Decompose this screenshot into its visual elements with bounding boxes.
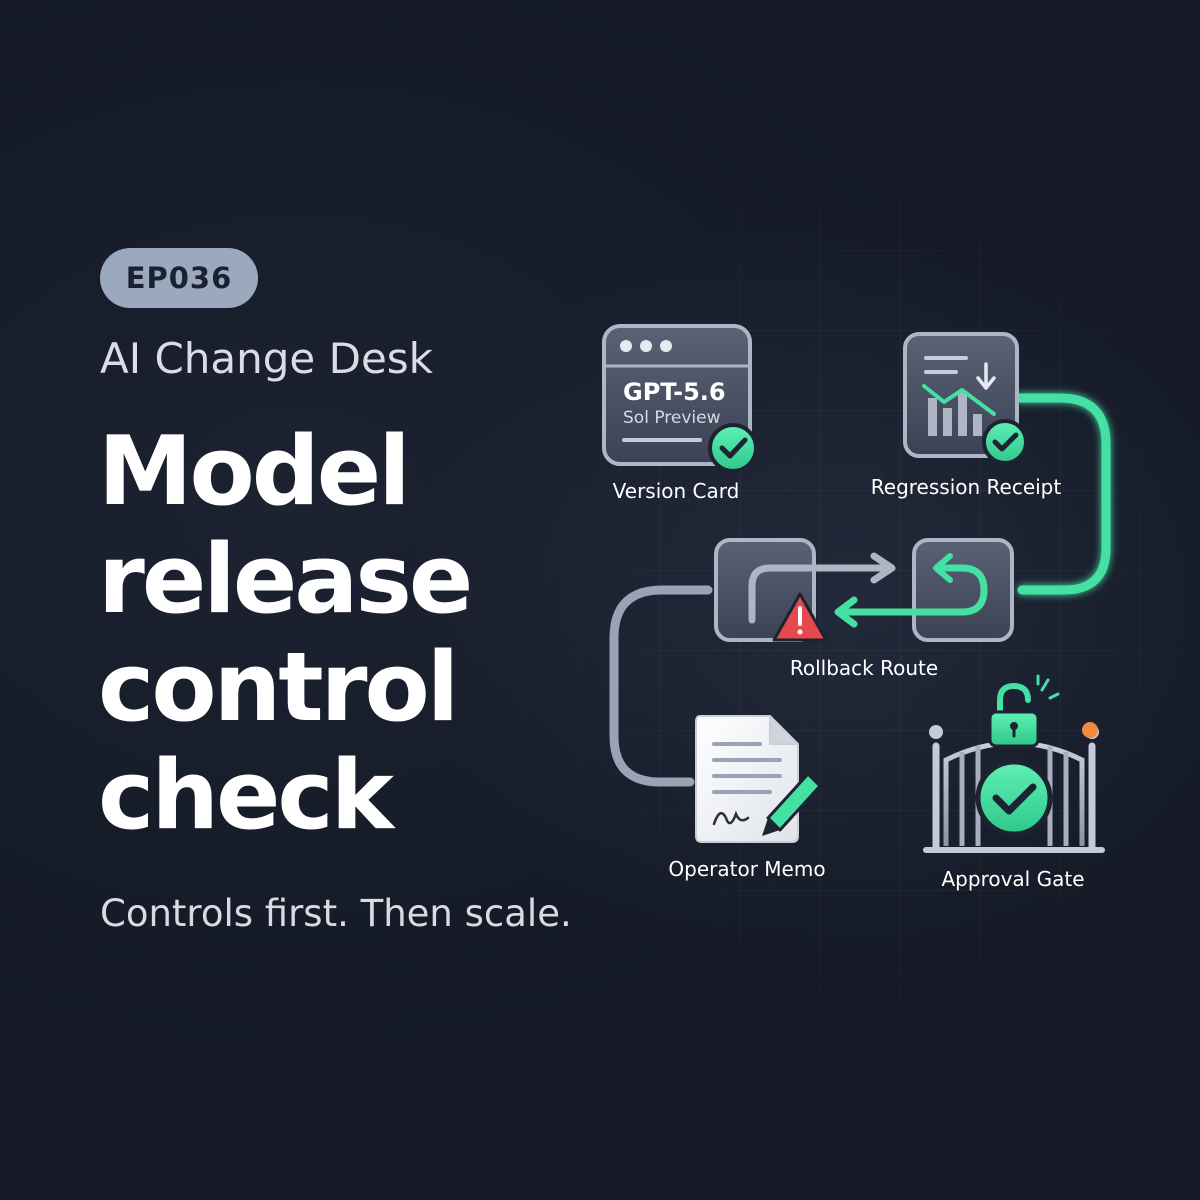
pen-icon xyxy=(762,772,822,836)
headline-line-1: Model xyxy=(98,417,411,527)
model-name: GPT-5.6 xyxy=(623,378,726,406)
regression-receipt-node: Regression Receipt xyxy=(871,332,1062,499)
version-card-label: Version Card xyxy=(613,479,740,503)
rollback-route-label: Rollback Route xyxy=(790,656,938,680)
version-card-node: GPT-5.6 Sol Preview Version Card xyxy=(602,324,758,503)
warning-triangle-icon xyxy=(772,592,828,642)
approval-gate-label: Approval Gate xyxy=(942,867,1085,891)
headline-line-4: check xyxy=(98,741,394,851)
tagline: Controls first. Then scale. xyxy=(100,892,572,935)
operator-memo-node: Operator Memo xyxy=(668,715,826,881)
background-grid xyxy=(560,120,1200,1080)
headline-line-3: control xyxy=(98,633,459,743)
check-badge-icon xyxy=(708,423,758,473)
browser-window-icon xyxy=(602,324,752,466)
gate-lock-icon xyxy=(923,674,1105,853)
connector-rollback-to-memo xyxy=(609,585,713,787)
signed-document-icon xyxy=(695,715,822,843)
model-variant: Sol Preview xyxy=(623,408,721,428)
headline-line-2: release xyxy=(98,525,473,635)
alert-dot-icon xyxy=(1082,722,1098,738)
check-badge-icon xyxy=(975,759,1053,837)
connectors xyxy=(609,391,1111,787)
eyebrow-title: AI Change Desk xyxy=(100,334,434,383)
episode-badge: EP036 xyxy=(100,248,258,308)
operator-memo-label: Operator Memo xyxy=(668,857,825,881)
regression-receipt-label: Regression Receipt xyxy=(871,475,1062,499)
rollback-route-node: Rollback Route xyxy=(714,538,1014,680)
check-badge-icon xyxy=(982,419,1028,465)
rollback-arrows-icon xyxy=(714,538,1014,642)
headline: Model release control check xyxy=(98,418,568,850)
approval-gate-node: Approval Gate xyxy=(923,674,1105,891)
connector-regression-to-rollback xyxy=(1015,393,1111,595)
